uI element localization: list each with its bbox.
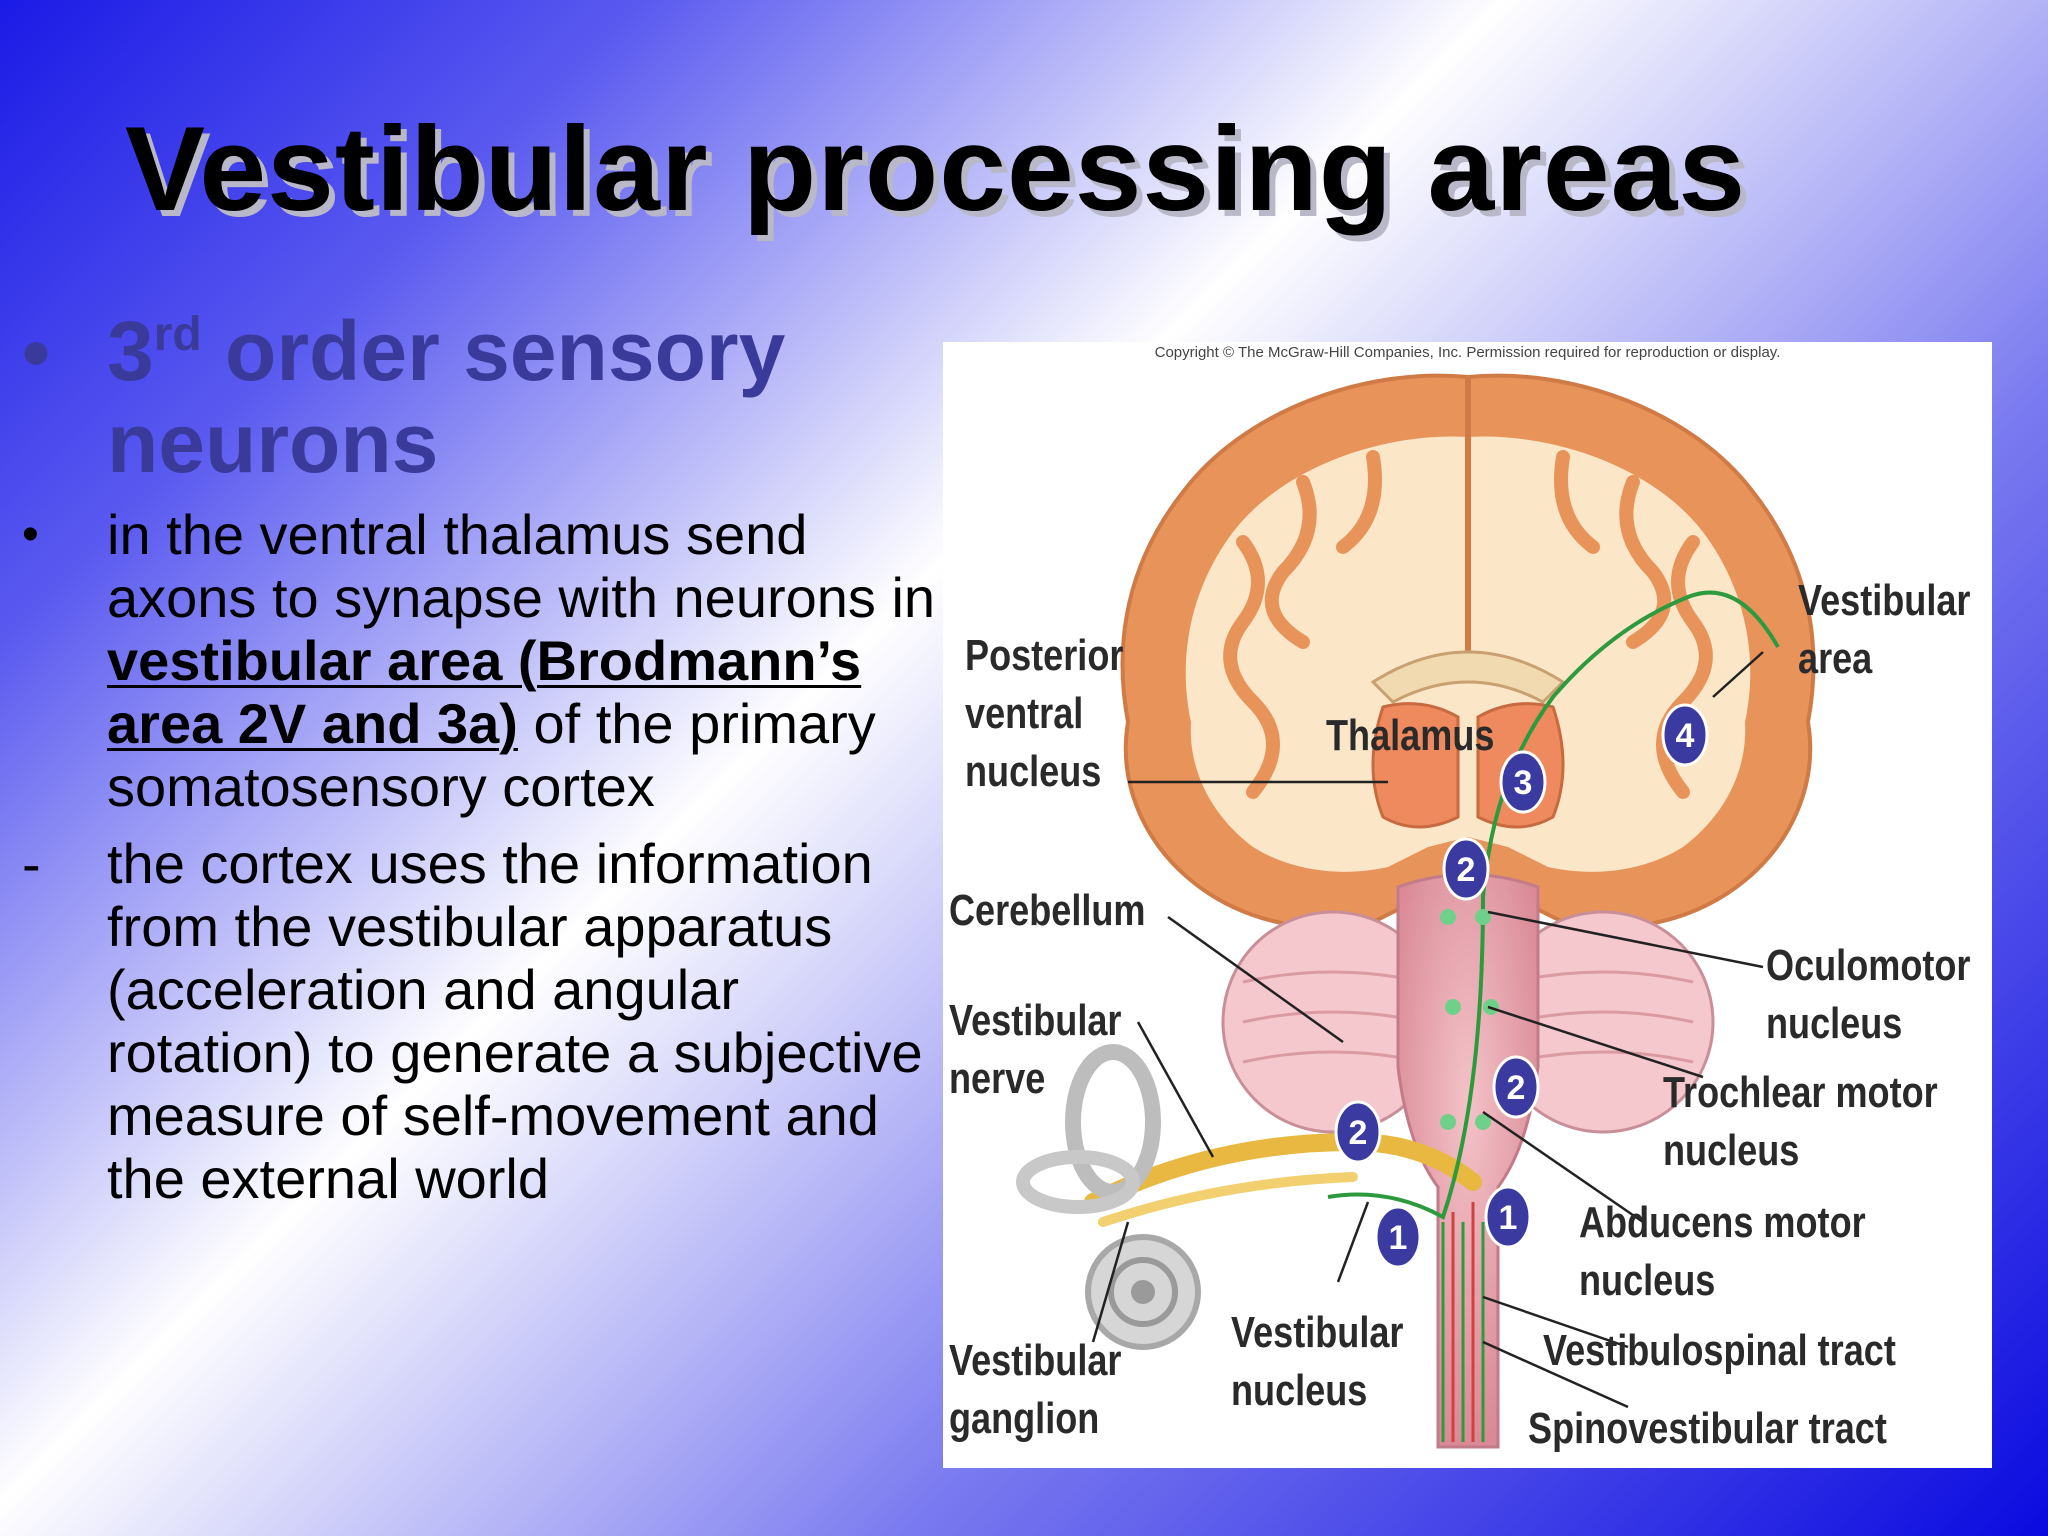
body1-text: in the ventral thalamus send axons to sy…: [107, 503, 936, 629]
label-trochlear-motor-nucleus: Trochlear motor nucleus: [1663, 1068, 1938, 1175]
descending-tracts: [1441, 1222, 1485, 1442]
bullet-body-1: • in the ventral thalamus send axons to …: [0, 503, 940, 818]
label-vestibulospinal-tract: Vestibulospinal tract: [1543, 1326, 1896, 1375]
heading-number: 3: [107, 304, 154, 398]
body2-text: the cortex uses the information from the…: [107, 832, 923, 1210]
slide-title: Vestibular processing areas: [125, 102, 1747, 236]
label-vestibular-area: Vestibular area: [1798, 576, 1971, 683]
label-spinovestibular-tract: Spinovestibular tract: [1528, 1404, 1887, 1453]
brain-illustration: [1016, 373, 1816, 1449]
vestibular-pathway: [1327, 590, 1780, 1220]
label-vestibular-ganglion: Vestibular ganglion: [949, 1336, 1122, 1443]
bullet-list: • 3rd order sensory neurons • in the ven…: [0, 305, 940, 1210]
label-cerebellum: Cerebellum: [949, 886, 1146, 935]
label-vestibular-nerve: Vestibular nerve: [949, 996, 1122, 1103]
descending-tracts-red: [1451, 1202, 1475, 1442]
bullet-mark: •: [22, 508, 39, 561]
bullet-body-2: - the cortex uses the information from t…: [0, 832, 940, 1210]
label-vestibular-nucleus: Vestibular nucleus: [1231, 1308, 1404, 1415]
thalamus-left: [1371, 702, 1460, 829]
label-posterior-ventral-nucleus: Posterior ventral nucleus: [965, 631, 1124, 796]
body1-text-end: of the primary somatosensory cortex: [107, 692, 876, 818]
corpus-callosum: [1370, 650, 1566, 704]
leader-lines: [1091, 651, 1764, 1409]
gyri-left: [1223, 450, 1382, 799]
label-oculomotor-nucleus: Oculomotor nucleus: [1766, 941, 1971, 1048]
label-thalamus: Thalamus: [1326, 711, 1495, 760]
bullet-mark: •: [22, 308, 51, 397]
heading-text: order sensory: [201, 304, 786, 398]
vestibular-nerve-bundle-2: [1098, 1172, 1358, 1227]
heading-superscript: rd: [153, 308, 202, 361]
vestibular-nerve-bundle: [1084, 1132, 1482, 1211]
dash-mark: -: [22, 832, 41, 895]
bullet-heading: • 3rd order sensory neurons: [0, 305, 940, 489]
heading-text-line2: neurons: [107, 396, 439, 490]
brain-figure: Copyright © The McGraw-Hill Companies, I…: [943, 342, 1992, 1468]
body1-underlined: vestibular area (Brodmann’s area 2V and …: [107, 629, 862, 755]
cerebellum-folia: [1242, 970, 1694, 1064]
copyright-notice: Copyright © The McGraw-Hill Companies, I…: [1154, 344, 1781, 361]
label-abducens-motor-nucleus: Abducens motor nucleus: [1579, 1198, 1866, 1305]
